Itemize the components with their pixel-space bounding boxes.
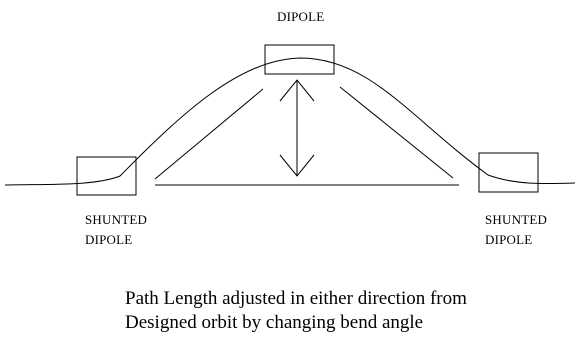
beam-orbit-path bbox=[4, 57, 576, 186]
top-dipole-box bbox=[264, 44, 335, 75]
left-inner-wall-line bbox=[154, 88, 264, 180]
right-shunted-dipole-label-line2: DIPOLE bbox=[485, 232, 533, 247]
double-headed-arrow-icon bbox=[279, 79, 315, 177]
right-inner-wall-line bbox=[339, 86, 454, 179]
right-shunted-dipole-box bbox=[478, 152, 539, 193]
caption-line2: Designed orbit by changing bend angle bbox=[125, 312, 424, 333]
left-shunted-dipole-label-line1: SHUNTED bbox=[85, 212, 148, 227]
top-dipole-label: DIPOLE bbox=[277, 9, 325, 24]
left-shunted-dipole-box bbox=[76, 156, 137, 196]
left-shunted-dipole-label-line2: DIPOLE bbox=[85, 232, 133, 247]
caption-line1: Path Length adjusted in either direction… bbox=[125, 288, 467, 309]
right-shunted-dipole-label-line1: SHUNTED bbox=[485, 212, 548, 227]
